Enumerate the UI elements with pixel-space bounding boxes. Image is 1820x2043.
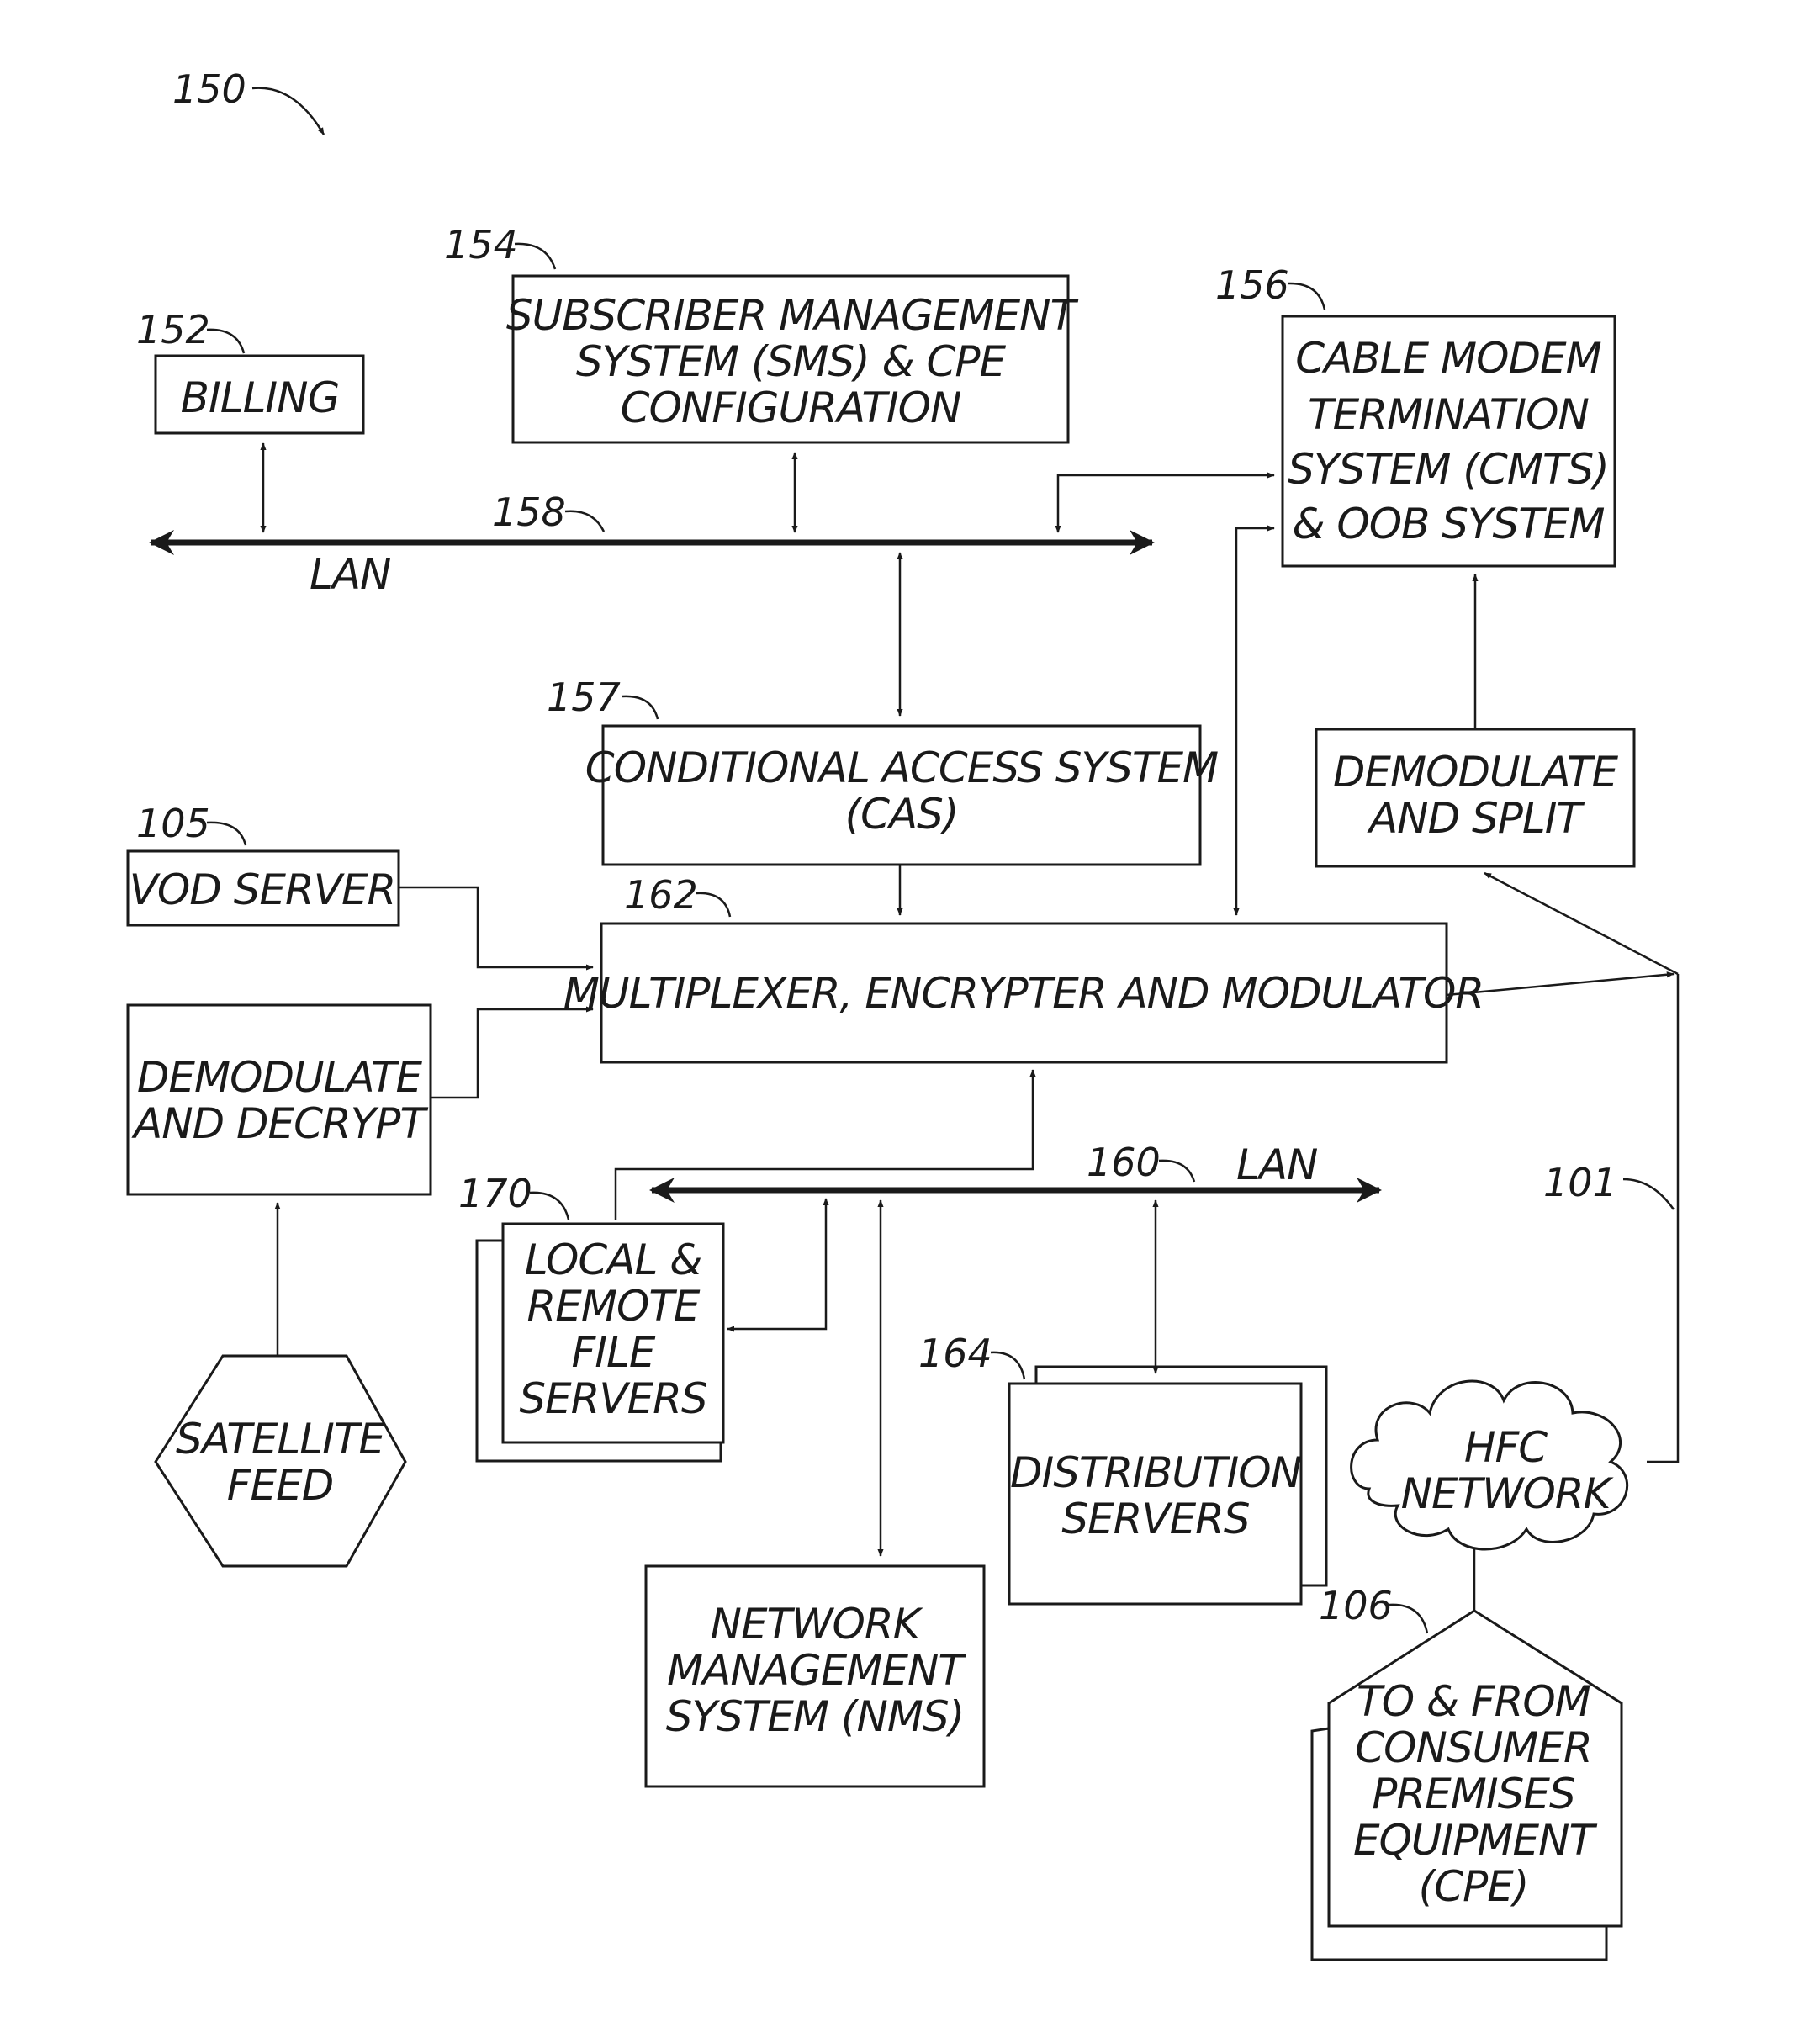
distribution-label-1: DISTRIBUTION (1010, 1448, 1302, 1497)
demod-decrypt-mux-link (431, 1009, 593, 1098)
vod-ref-leader (207, 823, 246, 845)
file-servers-label-3: FILE (572, 1328, 656, 1377)
cmts-label-4: & OOB SYSTEM (1292, 500, 1604, 548)
sms-ref: 154 (444, 222, 518, 267)
cpe-label-4: EQUIPMENT (1353, 1816, 1598, 1865)
vod-label: VOD SERVER (130, 865, 396, 914)
nms-label-2: MANAGEMENT (667, 1646, 966, 1695)
figure-ref-arrow (252, 88, 324, 135)
hfc-label-1: HFC (1464, 1423, 1548, 1472)
lan-158-ref-leader (565, 511, 604, 532)
sms-label-1: SUBSCRIBER MANAGEMENT (506, 291, 1079, 340)
file-servers-ref: 170 (458, 1171, 532, 1216)
sms-label-3: CONFIGURATION (621, 384, 961, 432)
lan-cmts-link (1058, 475, 1274, 532)
sms-ref-leader (515, 244, 555, 269)
demod-decrypt-label-2: AND DECRYPT (131, 1099, 428, 1148)
hfc-demod-split-link (1484, 873, 1678, 974)
mux-label: MULTIPLEXER, ENCRYPTER AND MODULATOR (563, 969, 1484, 1018)
lan-160-label: LAN (1236, 1141, 1318, 1189)
cmts-label-3: SYSTEM (CMTS) (1288, 445, 1609, 494)
lan-158-label: LAN (310, 550, 391, 599)
distribution-ref: 164 (918, 1331, 992, 1376)
file-servers-label-2: REMOTE (527, 1282, 701, 1331)
cas-label-1: CONDITIONAL ACCESS SYSTEM (585, 744, 1218, 792)
cas-ref-leader (622, 696, 658, 719)
lan-158-ref: 158 (492, 490, 566, 535)
file-servers-label-1: LOCAL & (525, 1236, 702, 1284)
nms-label-1: NETWORK (711, 1600, 924, 1649)
mux-ref-leader (696, 893, 730, 917)
distribution-label-2: SERVERS (1061, 1495, 1250, 1543)
lan-160-ref-leader (1159, 1161, 1194, 1182)
vod-ref: 105 (136, 801, 210, 846)
nms-label-3: SYSTEM (NMS) (666, 1692, 964, 1741)
cpe-label-1: TO & FROM (1357, 1677, 1590, 1726)
mux-cmts-link (1236, 528, 1274, 915)
sms-label-2: SYSTEM (SMS) & CPE (576, 337, 1007, 386)
satellite-label-2: FEED (227, 1461, 333, 1510)
vod-mux-link (399, 887, 593, 967)
hfc-label-2: NETWORK (1401, 1469, 1615, 1518)
cpe-ref: 106 (1319, 1583, 1393, 1628)
distribution-ref-leader (991, 1352, 1024, 1379)
hfc-link-ref-leader (1623, 1179, 1674, 1209)
demod-split-label-1: DEMODULATE (1333, 748, 1619, 797)
lan-160-mux-link (616, 1070, 1033, 1220)
cmts-label-2: TERMINATION (1308, 390, 1589, 439)
cpe-label-2: CONSUMER (1355, 1723, 1591, 1772)
billing-label: BILLING (181, 373, 340, 422)
cas-label-2: (CAS) (845, 790, 959, 839)
file-servers-label-4: SERVERS (519, 1374, 707, 1423)
cmts-ref: 156 (1215, 262, 1289, 308)
file-servers-ref-leader (530, 1193, 569, 1220)
lan-160-ref: 160 (1087, 1140, 1161, 1185)
demod-split-label-2: AND SPLIT (1367, 794, 1585, 843)
billing-ref: 152 (136, 307, 210, 352)
demod-decrypt-label-1: DEMODULATE (137, 1053, 423, 1102)
figure-ref: 150 (172, 66, 246, 112)
lan-file-servers-link (727, 1199, 826, 1329)
mux-ref: 162 (624, 872, 698, 918)
cas-ref: 157 (547, 675, 621, 720)
cmts-label-1: CABLE MODEM (1295, 334, 1601, 383)
cpe-label-3: PREMISES (1372, 1770, 1575, 1818)
cpe-ref-leader (1389, 1605, 1427, 1633)
billing-ref-leader (207, 330, 244, 353)
cpe-label-5: (CPE) (1419, 1862, 1529, 1911)
satellite-label-1: SATELLITE (176, 1415, 385, 1463)
cmts-ref-leader (1288, 283, 1325, 310)
hfc-link-ref: 101 (1543, 1160, 1617, 1205)
hfc-link-101 (1647, 974, 1678, 1462)
